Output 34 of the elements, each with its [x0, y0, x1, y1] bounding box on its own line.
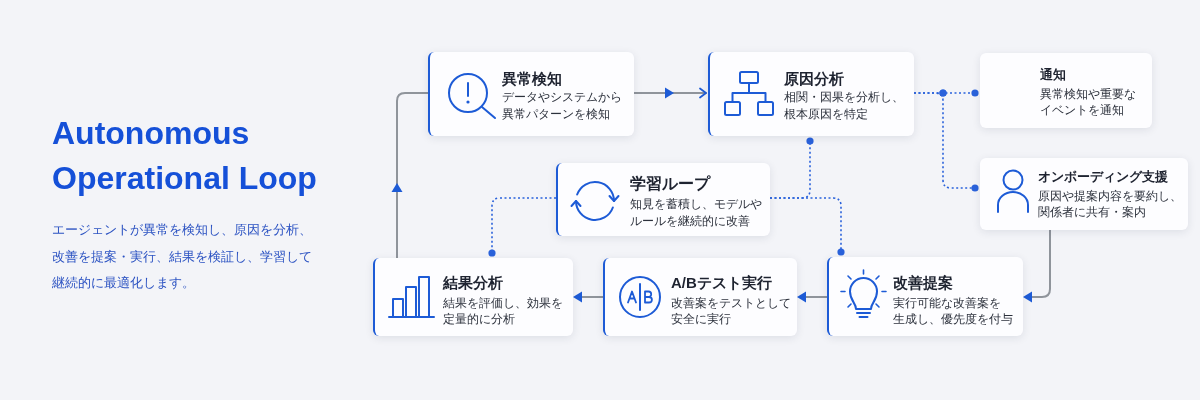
card-title: 改善提案: [893, 272, 953, 293]
arrow: [633, 87, 707, 99]
process-card: [373, 258, 573, 336]
card-text: 実行可能な改善案を生成し、優先度を付与: [893, 295, 1014, 327]
process-card: [603, 258, 797, 336]
card-text: 原因や提案内容を要約し、関係者に共有・案内: [1038, 188, 1183, 220]
arrow: [391, 92, 429, 259]
connector-line: [488, 197, 557, 257]
process-card: [428, 52, 634, 136]
process-card: [827, 257, 1023, 336]
card-title: 原因分析: [784, 68, 844, 89]
card-title: 学習ループ: [630, 174, 710, 194]
process-card: [556, 163, 770, 236]
notification-card: [980, 158, 1188, 230]
arrow: [797, 291, 828, 303]
card-text: データやシステムから異常パターンを検知: [502, 89, 623, 123]
process-card: [708, 52, 914, 136]
description: エージェントが異常を検知し、原因を分析、改善を提案・実行、結果を検証し、学習して継続的に最適化します。: [52, 221, 313, 292]
notification-card: [980, 53, 1152, 128]
card-title: オンボーディング支援: [1038, 167, 1168, 185]
card-text: 異常検知や重要なイベントを通知: [1040, 86, 1137, 118]
connector-line: [769, 137, 814, 199]
card-title: 結果分析: [443, 272, 503, 293]
card-title: A/Bテスト実行: [671, 272, 772, 293]
arrow: [1023, 229, 1051, 303]
arrow: [573, 291, 604, 303]
heading: Autonomous Operational Loop: [52, 114, 318, 198]
card-text: 相関・因果を分析し、根本原因を特定: [784, 89, 905, 123]
card-text: 改善案をテストとして安全に実行: [671, 295, 792, 327]
card-text: 結果を評価し、効果を定量的に分析: [443, 295, 564, 327]
card-text: 知見を蓄積し、モデルやルールを継続的に改善: [630, 195, 763, 230]
card-title: 通知: [1040, 65, 1066, 83]
connector-line: [913, 89, 979, 192]
card-title: 異常検知: [502, 68, 562, 89]
